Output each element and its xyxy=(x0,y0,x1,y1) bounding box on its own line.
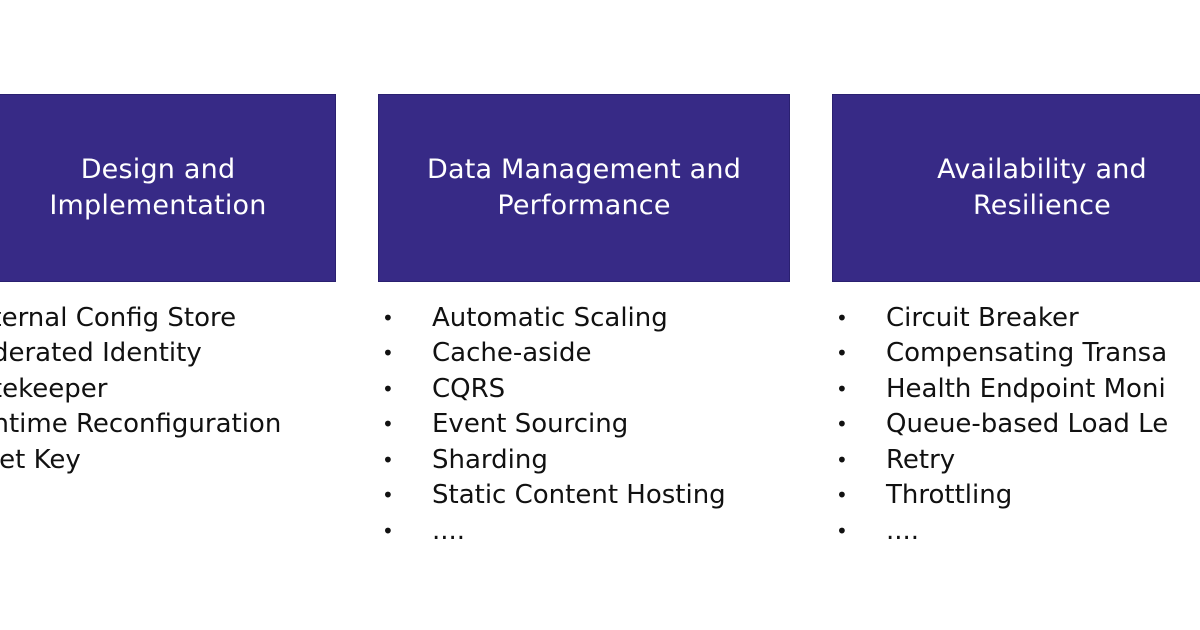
category-title: Design and Implementation xyxy=(49,154,267,221)
list-item: •.... xyxy=(378,513,790,549)
category-title: Availability and Resilience xyxy=(937,154,1147,221)
pattern-name: Circuit Breaker xyxy=(886,302,1079,333)
pattern-name: Retry xyxy=(886,444,956,475)
pattern-list: • Circuit Breaker • Compensating Transa • H… xyxy=(832,300,1200,549)
pattern-name: Automatic Scaling xyxy=(432,302,668,333)
bullet-icon: • xyxy=(382,483,394,508)
list-item: • Queue-based Load Le xyxy=(832,407,1200,443)
column-design-implementation: Design and Implementation xternal Config… xyxy=(0,94,336,475)
bullet-icon: • xyxy=(836,305,848,330)
list-item: atekeeper xyxy=(0,371,336,407)
list-item: alet Key xyxy=(0,442,336,478)
category-header-box: Availability and Resilience xyxy=(832,94,1200,282)
list-item: • Compensating Transa xyxy=(832,336,1200,372)
pattern-name: xternal Config Store xyxy=(0,302,237,333)
bullet-icon: • xyxy=(836,447,848,472)
list-item: • Automatic Scaling xyxy=(378,300,790,336)
category-title: Data Management and Performance xyxy=(426,154,742,221)
bullet-icon: • xyxy=(836,412,848,437)
pattern-name: CQRS xyxy=(432,373,506,404)
pattern-list: • Automatic Scaling • Cache-aside • CQRS • E… xyxy=(378,300,790,549)
list-item: • Circuit Breaker xyxy=(832,300,1200,336)
column-availability-resilience: Availability and Resilience • Circuit Bre… xyxy=(832,94,1200,546)
pattern-name: Throttling xyxy=(886,480,1013,511)
pattern-name: untime Reconfiguration xyxy=(0,409,282,440)
list-item: • Static Content Hosting xyxy=(378,478,790,514)
list-item: • Sharding xyxy=(378,442,790,478)
pattern-name: alet Key xyxy=(0,444,81,475)
pattern-name: Queue-based Load Le xyxy=(886,409,1169,440)
list-item: • Retry xyxy=(832,442,1200,478)
bullet-icon: • xyxy=(836,341,848,366)
pattern-name: Health Endpoint Moni xyxy=(886,373,1166,404)
pattern-name: atekeeper xyxy=(0,373,108,404)
bullet-icon: • xyxy=(836,518,848,543)
bullet-icon: • xyxy=(382,341,394,366)
list-item: •.... xyxy=(832,513,1200,549)
category-header-box: Data Management and Performance xyxy=(378,94,790,282)
bullet-icon: • xyxy=(382,412,394,437)
list-item: • Health Endpoint Moni xyxy=(832,371,1200,407)
list-item: xternal Config Store xyxy=(0,300,336,336)
list-item: • Cache-aside xyxy=(378,336,790,372)
list-item: • Event Sourcing xyxy=(378,407,790,443)
bullet-icon: • xyxy=(382,305,394,330)
pattern-name: Compensating Transa xyxy=(886,338,1168,369)
category-header-box: Design and Implementation xyxy=(0,94,336,282)
pattern-name: Cache-aside xyxy=(432,338,592,369)
pattern-name: Static Content Hosting xyxy=(432,480,726,511)
list-item: • CQRS xyxy=(378,371,790,407)
pattern-name: .... xyxy=(886,515,920,546)
bullet-icon: • xyxy=(382,376,394,401)
pattern-name: Event Sourcing xyxy=(432,409,629,440)
pattern-name: Sharding xyxy=(432,444,548,475)
bullet-icon: • xyxy=(382,447,394,472)
bullet-icon: • xyxy=(382,518,394,543)
list-item: • Throttling xyxy=(832,478,1200,514)
bullet-icon: • xyxy=(836,483,848,508)
pattern-name: .... xyxy=(432,515,466,546)
bullet-icon: • xyxy=(836,376,848,401)
column-data-management-performance: Data Management and Performance • Automat… xyxy=(378,94,790,546)
list-item: untime Reconfiguration xyxy=(0,407,336,443)
